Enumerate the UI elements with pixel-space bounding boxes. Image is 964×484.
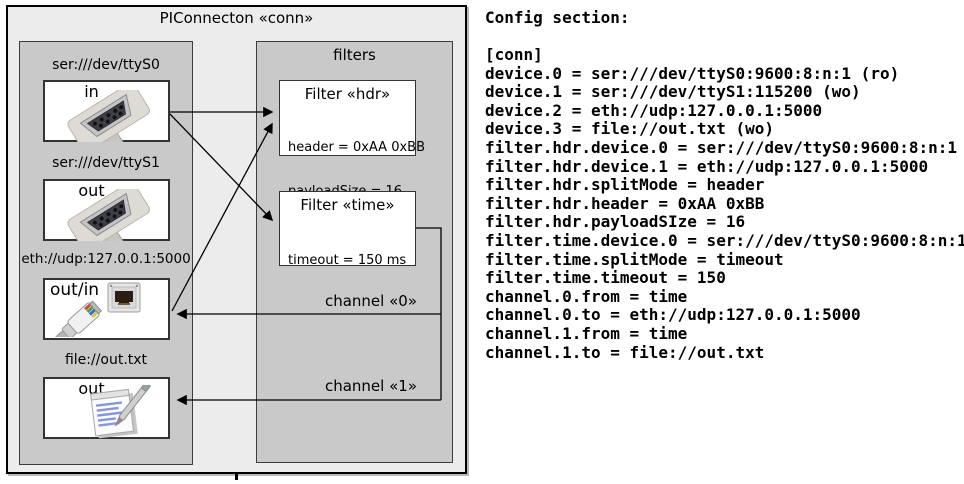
device-label: eth://udp:127.0.0.1:5000 <box>21 251 191 267</box>
device-box-ttyS0: in <box>43 80 170 142</box>
device-box-eth: out/in <box>43 278 170 340</box>
filter-property: header = 0xAA 0xBB <box>288 140 426 155</box>
port-direction-label: out/in <box>50 280 100 300</box>
device-label: file://out.txt <box>64 352 148 368</box>
port-direction-label: out <box>78 181 105 200</box>
config-section-text: [conn] device.0 = ser:///dev/ttyS0:9600:… <box>485 45 964 362</box>
filter-title: Filter «time» <box>300 196 395 214</box>
filter-title: Filter «hdr» <box>304 85 391 103</box>
device-box-file: out <box>43 377 170 439</box>
component-bottom-tick <box>235 473 238 480</box>
channel-0-label: channel «0» <box>324 292 417 310</box>
channel-1-label: channel «1» <box>324 377 417 395</box>
notepad-icon <box>90 385 151 439</box>
serial-connector-icon <box>67 90 150 142</box>
filter-time-box: Filter «time» timeout = 150 ms <box>279 191 416 268</box>
ethernet-connector-icon <box>48 282 141 337</box>
device-label: ser:///dev/ttyS0 <box>52 57 160 73</box>
filter-hdr-box: Filter «hdr» header = 0xAA 0xBB payloadS… <box>279 80 425 198</box>
filters-panel-title: filters <box>333 46 376 64</box>
port-direction-label: in <box>84 82 99 101</box>
device-box-ttyS1: out <box>43 179 170 241</box>
device-label: ser:///dev/ttyS1 <box>52 155 160 171</box>
serial-connector-icon <box>67 189 150 241</box>
component-title: PIConnecton «conn» <box>159 9 314 27</box>
config-section-heading: Config section: <box>485 8 630 27</box>
filter-property: timeout = 150 ms <box>288 253 407 268</box>
